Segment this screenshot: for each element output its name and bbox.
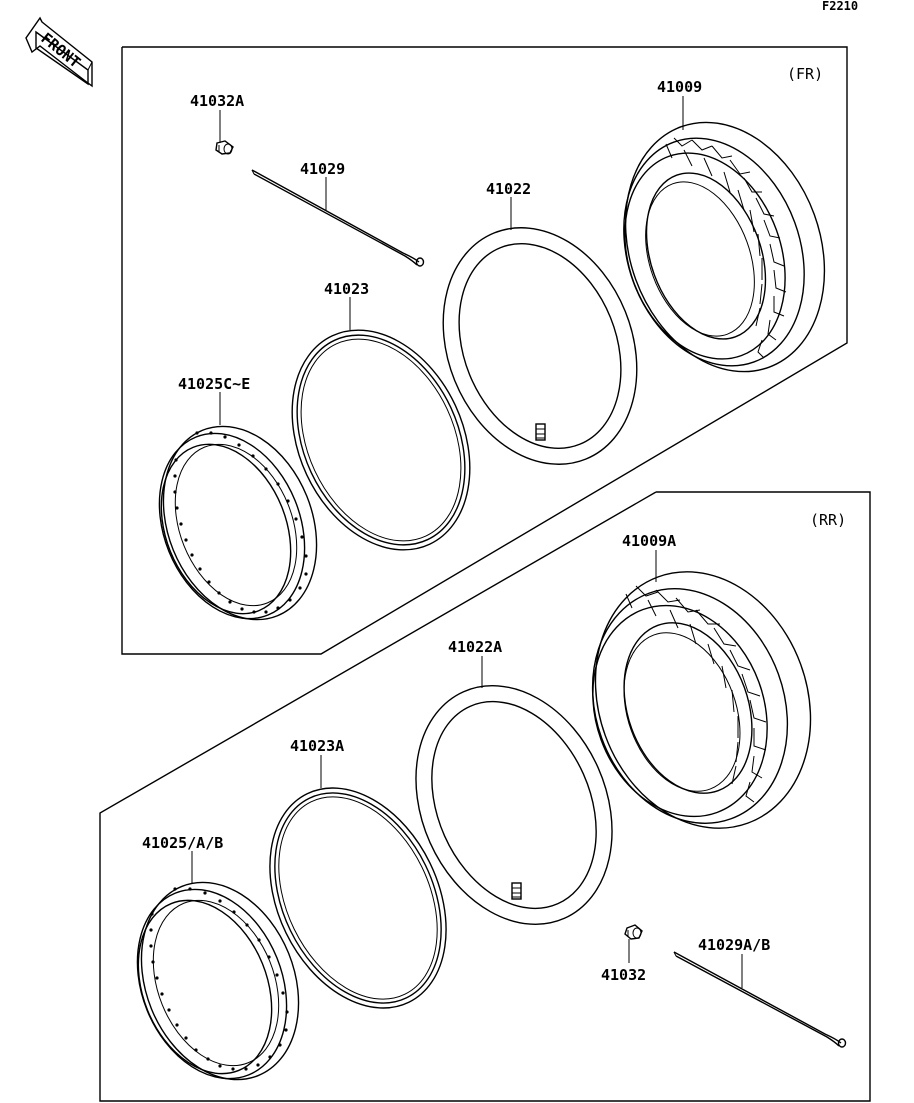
rim-icon bbox=[136, 881, 300, 1081]
valve-icon bbox=[535, 423, 546, 441]
rear-spoke-label: 41029A/B bbox=[698, 936, 770, 954]
front-valve-cap-part[interactable] bbox=[215, 140, 234, 155]
rim-icon bbox=[158, 425, 318, 621]
tire-icon bbox=[623, 121, 826, 373]
front-rim-part[interactable] bbox=[133, 403, 344, 642]
front-tire-part[interactable] bbox=[592, 94, 858, 400]
front-valve-cap-label: 41032A bbox=[190, 92, 244, 110]
tire-icon bbox=[591, 571, 812, 829]
rear-rim-band-part[interactable] bbox=[235, 759, 481, 1038]
valve-icon bbox=[624, 924, 643, 940]
spoke-icon bbox=[673, 951, 847, 1048]
rear-tire-label: 41009A bbox=[622, 532, 676, 550]
front-rim-band-label: 41023 bbox=[324, 280, 369, 298]
rim-band-icon bbox=[269, 787, 447, 1009]
inner-tube-icon bbox=[442, 227, 638, 465]
front-section-label: (FR) bbox=[787, 65, 823, 83]
spoke-icon bbox=[251, 169, 425, 267]
front-rim-label: 41025C~E bbox=[178, 375, 250, 393]
rear-spoke-part[interactable] bbox=[673, 951, 847, 1048]
rear-section-frame bbox=[99, 491, 871, 1102]
front-arrow-icon: FRONT bbox=[25, 16, 93, 88]
front-tube-label: 41022 bbox=[486, 180, 531, 198]
front-tire-label: 41009 bbox=[657, 78, 702, 96]
rear-valve-cap-part[interactable] bbox=[624, 924, 643, 940]
front-rim-band-part[interactable] bbox=[258, 301, 504, 579]
front-spoke-part[interactable] bbox=[251, 169, 425, 267]
rear-section-label: (RR) bbox=[810, 511, 846, 529]
diagram-code: F2210 bbox=[822, 0, 858, 13]
inner-tube-icon bbox=[415, 684, 613, 926]
rear-tire-part[interactable] bbox=[560, 541, 845, 858]
front-spoke-label: 41029 bbox=[300, 160, 345, 178]
rear-valve-cap-label: 41032 bbox=[601, 966, 646, 984]
front-section-frame bbox=[121, 46, 848, 655]
rear-tube-label: 41022A bbox=[448, 638, 502, 656]
rear-tube-part[interactable] bbox=[380, 654, 649, 955]
rear-rim-label: 41025/A/B bbox=[142, 834, 223, 852]
valve-icon bbox=[215, 140, 234, 155]
rim-band-icon bbox=[291, 329, 471, 551]
valve-icon bbox=[511, 882, 522, 900]
rear-rim-part[interactable] bbox=[110, 859, 326, 1103]
rear-rim-band-label: 41023A bbox=[290, 737, 344, 755]
front-tube-part[interactable] bbox=[409, 198, 671, 493]
